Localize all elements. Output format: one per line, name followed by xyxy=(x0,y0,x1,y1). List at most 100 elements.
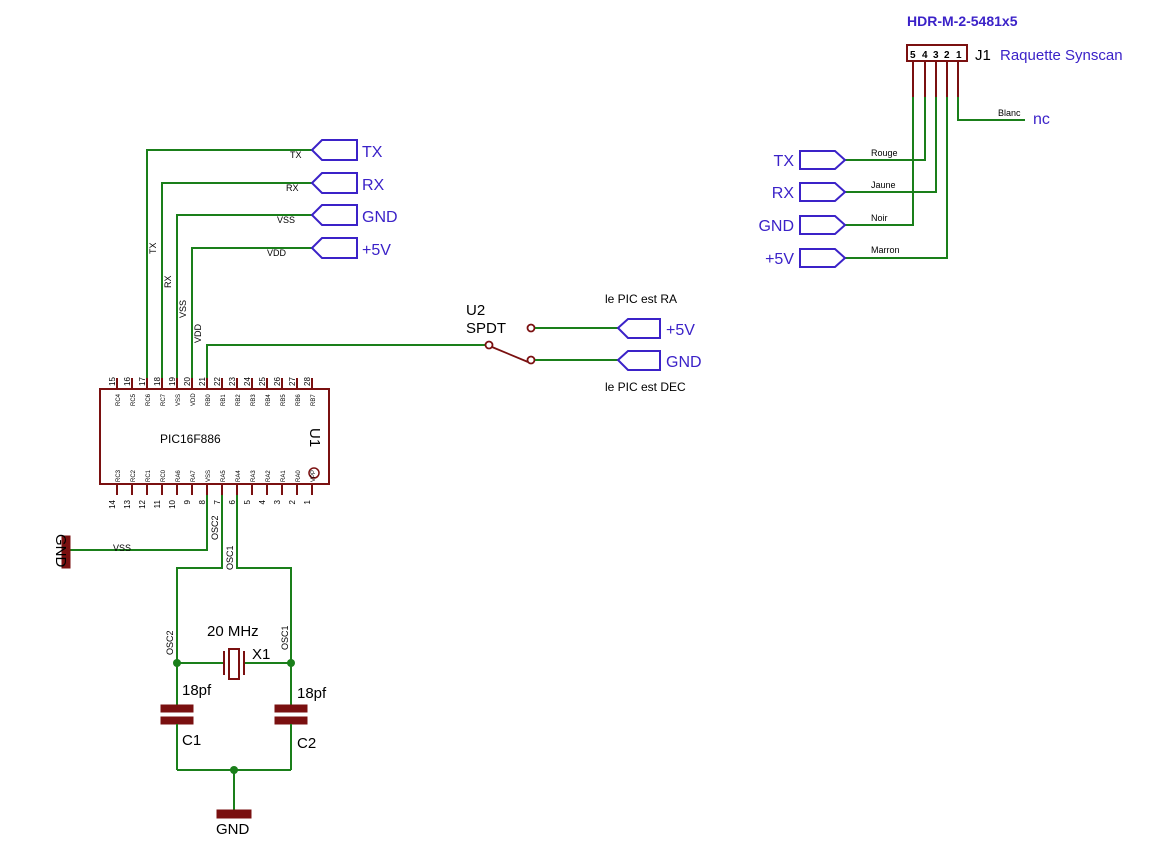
switch-pos1-label: le PIC est RA xyxy=(605,292,677,306)
wire-label-osc1: OSC1 xyxy=(280,625,290,650)
wire-label-vdd: VDD xyxy=(267,248,287,258)
wire-label-noir: Noir xyxy=(871,213,888,223)
chip-pin-name: RC2 xyxy=(131,469,137,482)
ground-left: VSS GND xyxy=(52,495,208,569)
chip-pin-name: VSS xyxy=(176,394,182,406)
chip-pin-number: 28 xyxy=(303,377,312,386)
chip-pin-number: 15 xyxy=(108,377,117,386)
wire-jaune xyxy=(845,97,937,193)
chip-pin-name: RA7 xyxy=(191,470,197,482)
vertical-label-rx: RX xyxy=(163,275,173,288)
chip-pin-number: 20 xyxy=(183,377,192,386)
vertical-label-vss: VSS xyxy=(178,300,188,318)
chip-pin-number: 12 xyxy=(138,499,147,508)
chip-pin-name: RA6 xyxy=(176,470,182,482)
c1-plate-bottom xyxy=(160,716,194,725)
chip-pin-name: RA3 xyxy=(251,470,257,482)
port-label-rx: RX xyxy=(362,177,385,194)
chip-pin-name: RA2 xyxy=(266,470,272,482)
chip-pin-number: 5 xyxy=(243,499,252,504)
chip-pin-number: 13 xyxy=(123,499,132,508)
wire-label-marron: Marron xyxy=(871,245,900,255)
chip-pin-number: 1 xyxy=(303,499,312,504)
wire-label-blanc: Blanc xyxy=(998,108,1021,118)
port-flag-gnd xyxy=(799,215,847,235)
connector-pin-1: 1 xyxy=(956,50,962,61)
port-flag-rx xyxy=(799,182,847,202)
port-flag-5v xyxy=(616,318,661,339)
wire-osc2 xyxy=(176,495,223,663)
chip-pin-number: 3 xyxy=(273,499,282,504)
wire-label-vss: VSS xyxy=(113,543,131,553)
crystal-ref: X1 xyxy=(252,646,270,663)
port-label-gnd: GND xyxy=(758,218,794,235)
chip-pin-name: RB3 xyxy=(251,394,257,406)
crystal-value: 20 MHz xyxy=(207,623,259,640)
wire-vss-gnd xyxy=(70,495,208,551)
wire-vss xyxy=(176,214,312,378)
wire-label-rouge: Rouge xyxy=(871,148,898,158)
port-label-tx: TX xyxy=(774,153,795,170)
crystal-body xyxy=(228,648,240,680)
chip-pin-name: RC6 xyxy=(146,393,152,406)
chip-pin-name: RB2 xyxy=(236,394,242,406)
chip-pin-number: 9 xyxy=(183,499,192,504)
vertical-label-vdd: VDD xyxy=(193,323,203,343)
wire-label-osc2: OSC2 xyxy=(210,515,220,540)
switch-pos2-label: le PIC est DEC xyxy=(605,380,686,394)
c1-ref: C1 xyxy=(182,732,201,749)
port-label-gnd: GND xyxy=(666,354,702,371)
chip-u1: PIC16F886 U1 15RC416RC517RC618RC719VSS20… xyxy=(99,377,330,509)
chip-pin-number: 7 xyxy=(213,499,222,504)
wire-noir xyxy=(845,97,914,226)
ground-bar xyxy=(216,809,252,819)
connector-pin-3: 3 xyxy=(933,50,939,61)
ground-label: GND xyxy=(52,534,69,568)
connector-name: Raquette Synscan xyxy=(1000,47,1123,64)
wire-label-rx: RX xyxy=(286,183,299,193)
wire-label-tx: TX xyxy=(290,150,302,160)
chip-pin-name: RB4 xyxy=(266,394,272,406)
port-flag-tx xyxy=(799,150,847,170)
chip-bottom-pins: 14RC313RC212RC111RC010RA69RA78VSS7RA56RA… xyxy=(108,469,317,509)
wire-rx xyxy=(161,182,312,378)
chip-body xyxy=(99,388,330,485)
chip-pin-number: 25 xyxy=(258,377,267,386)
switch-contact-2 xyxy=(526,355,536,365)
ground-label: GND xyxy=(216,821,250,838)
chip-pin-name: RA5 xyxy=(221,470,227,482)
chip-name: PIC16F886 xyxy=(160,432,221,446)
chip-pin-name: RC0 xyxy=(161,469,167,482)
port-flag-gnd xyxy=(616,350,661,371)
chip-top-pins: 15RC416RC517RC618RC719VSS20VDD21RB022RB1… xyxy=(108,377,317,406)
signal-nc: nc xyxy=(1033,111,1050,128)
chip-pin-name: RB1 xyxy=(221,394,227,406)
chip-pin-number: 8 xyxy=(198,499,207,504)
switch-common xyxy=(484,340,494,350)
oscillator: OSC2 OSC1 OSC2 OSC1 20 MHz X1 18pf C1 18… xyxy=(160,495,327,838)
port-label-5v: +5V xyxy=(666,322,695,339)
wire-rouge xyxy=(845,97,926,161)
chip-pin-name: RA1 xyxy=(281,470,287,482)
chip-pin-number: 16 xyxy=(123,377,132,386)
chip-pin-name: RC4 xyxy=(116,393,122,406)
switch-u2: U2 SPDT le PIC est RA le PIC est DEC +5V… xyxy=(206,292,702,394)
chip-pin-number: 27 xyxy=(288,377,297,386)
chip-pin-name: VPP xyxy=(311,470,317,482)
chip-pin-number: 2 xyxy=(288,499,297,504)
chip-pin-name: RC1 xyxy=(146,469,152,482)
pic-ports: TX RX VSS VDD TX RX VSS VDD TX RX GND +5… xyxy=(146,139,398,378)
wire-vdd-switch xyxy=(206,344,485,378)
chip-pin-name: RB7 xyxy=(311,394,317,406)
pin1-marker xyxy=(308,467,320,479)
chip-ref: U1 xyxy=(306,428,323,447)
port-flag-rx xyxy=(310,172,358,194)
chip-pin-number: 26 xyxy=(273,377,282,386)
wire-tx xyxy=(146,149,312,378)
port-flag-tx xyxy=(310,139,358,161)
port-label-tx: TX xyxy=(362,144,383,161)
switch-lever xyxy=(491,346,529,363)
port-flag-5v xyxy=(310,237,358,259)
vertical-label-tx: TX xyxy=(148,242,158,254)
connector-part-number: HDR-M-2-5481x5 xyxy=(907,13,1018,29)
